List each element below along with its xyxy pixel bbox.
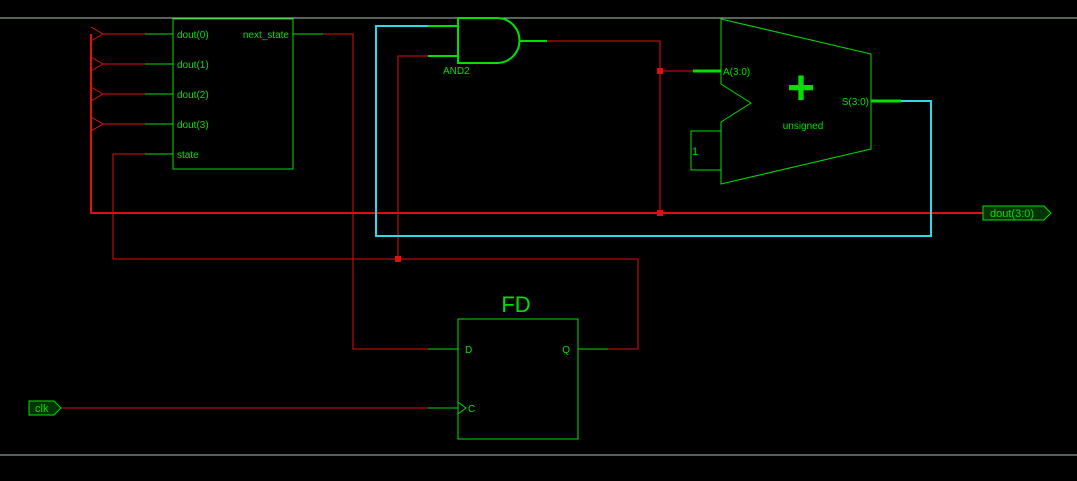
net-and-out[interactable]: [547, 40, 693, 72]
and2-gate-body[interactable]: [457, 17, 521, 64]
and2-label: AND2: [443, 66, 470, 77]
ripper-triangle: [90, 56, 104, 72]
net-dout-bus[interactable]: [90, 34, 983, 214]
clock-edge-icon: [457, 401, 467, 415]
fd-pin-c-label: C: [468, 404, 475, 415]
pin-label-state: state: [177, 150, 199, 161]
junction-dot: [657, 68, 663, 74]
net-next-state[interactable]: [323, 33, 428, 350]
bus-rippers: [90, 26, 104, 132]
plus-icon: +: [787, 62, 815, 115]
fd-flip-flop-box[interactable]: [457, 318, 579, 440]
fd-flip-flop[interactable]: FD D Q C: [428, 292, 608, 440]
pin-label-dout1: dout(1): [177, 60, 209, 71]
adder[interactable]: A(3:0) S(3:0) + unsigned 1: [690, 18, 901, 185]
adder-mode-label: unsigned: [783, 121, 824, 132]
and2-gate[interactable]: AND2: [428, 17, 547, 77]
fd-title: FD: [501, 292, 530, 317]
logic-block[interactable]: dout(0) dout(1) dout(2) dout(3) state ne…: [145, 18, 323, 170]
output-port-dout[interactable]: dout(3:0): [982, 205, 1052, 221]
fd-pin-q-label: Q: [562, 345, 570, 356]
net-state-feedback[interactable]: [112, 153, 639, 350]
output-port-dout-shape[interactable]: [982, 205, 1052, 221]
junction-dot: [657, 210, 663, 216]
junction-dot: [395, 256, 401, 262]
constant-one-label: 1: [692, 146, 698, 158]
input-port-clk-shape[interactable]: [28, 400, 62, 416]
constant-one-box: [690, 130, 721, 171]
adder-body[interactable]: [720, 18, 872, 185]
input-port-clk[interactable]: clk: [28, 400, 62, 416]
input-port-clk-label: clk: [35, 403, 49, 415]
net-and-in2[interactable]: [397, 55, 428, 259]
fd-pin-d-label: D: [465, 345, 472, 356]
pin-label-next-state: next_state: [243, 30, 290, 41]
output-port-dout-label: dout(3:0): [990, 208, 1034, 220]
ripper-triangle: [90, 116, 104, 132]
adder-pin-a-label: A(3:0): [723, 67, 750, 78]
pin-label-dout2: dout(2): [177, 90, 209, 101]
pin-label-dout0: dout(0): [177, 30, 209, 41]
pin-label-dout3: dout(3): [177, 120, 209, 131]
net-sum-feedback[interactable]: [375, 25, 932, 237]
ripper-triangle: [90, 26, 104, 42]
ripper-triangle: [90, 86, 104, 102]
adder-pin-s-label: S(3:0): [842, 97, 869, 108]
red-nets[interactable]: [61, 33, 693, 409]
